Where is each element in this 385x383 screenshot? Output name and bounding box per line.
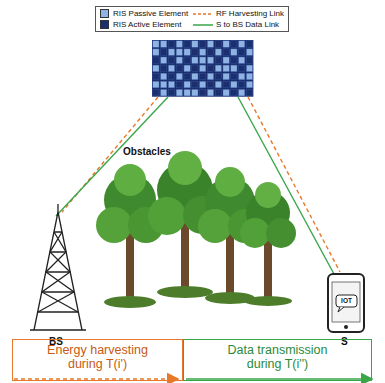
legend-text: RIS Active Element [113,20,181,29]
legend-text: RF Harvesting Link [216,9,284,18]
label: Obstacles [122,147,172,157]
legend-swatch [100,20,109,29]
phase-box: Energy harvesting during T(i') [12,339,183,381]
phase-text: Data transmission during T(i'') [219,343,337,372]
transmit-arrow [186,378,372,380]
tree-obstacles [96,151,296,308]
legend-item: RF Harvesting Link [193,9,284,18]
iot-phone [328,274,364,332]
legend-text: S to BS Data Link [216,20,279,29]
legend-text: RIS Passive Element [113,9,188,18]
legend-item: RIS Passive Element [100,9,189,18]
legend-box: RIS Passive Element RF Harvesting LinkRIS… [95,6,289,32]
phone-screen-text: IOT [341,298,352,305]
phase-box: Data transmission during T(i'') [183,339,372,381]
ris-panel [152,40,253,97]
harvest-arrow [14,378,178,380]
legend-line-sample [193,11,213,17]
data-link [238,97,334,274]
legend-item: RIS Active Element [100,20,189,29]
legend-item: S to BS Data Link [193,20,284,29]
legend-swatch [100,9,109,18]
phase-text: Energy harvesting during T(i') [39,343,157,372]
base-station-tower [30,204,86,330]
legend-line-sample [193,22,213,28]
